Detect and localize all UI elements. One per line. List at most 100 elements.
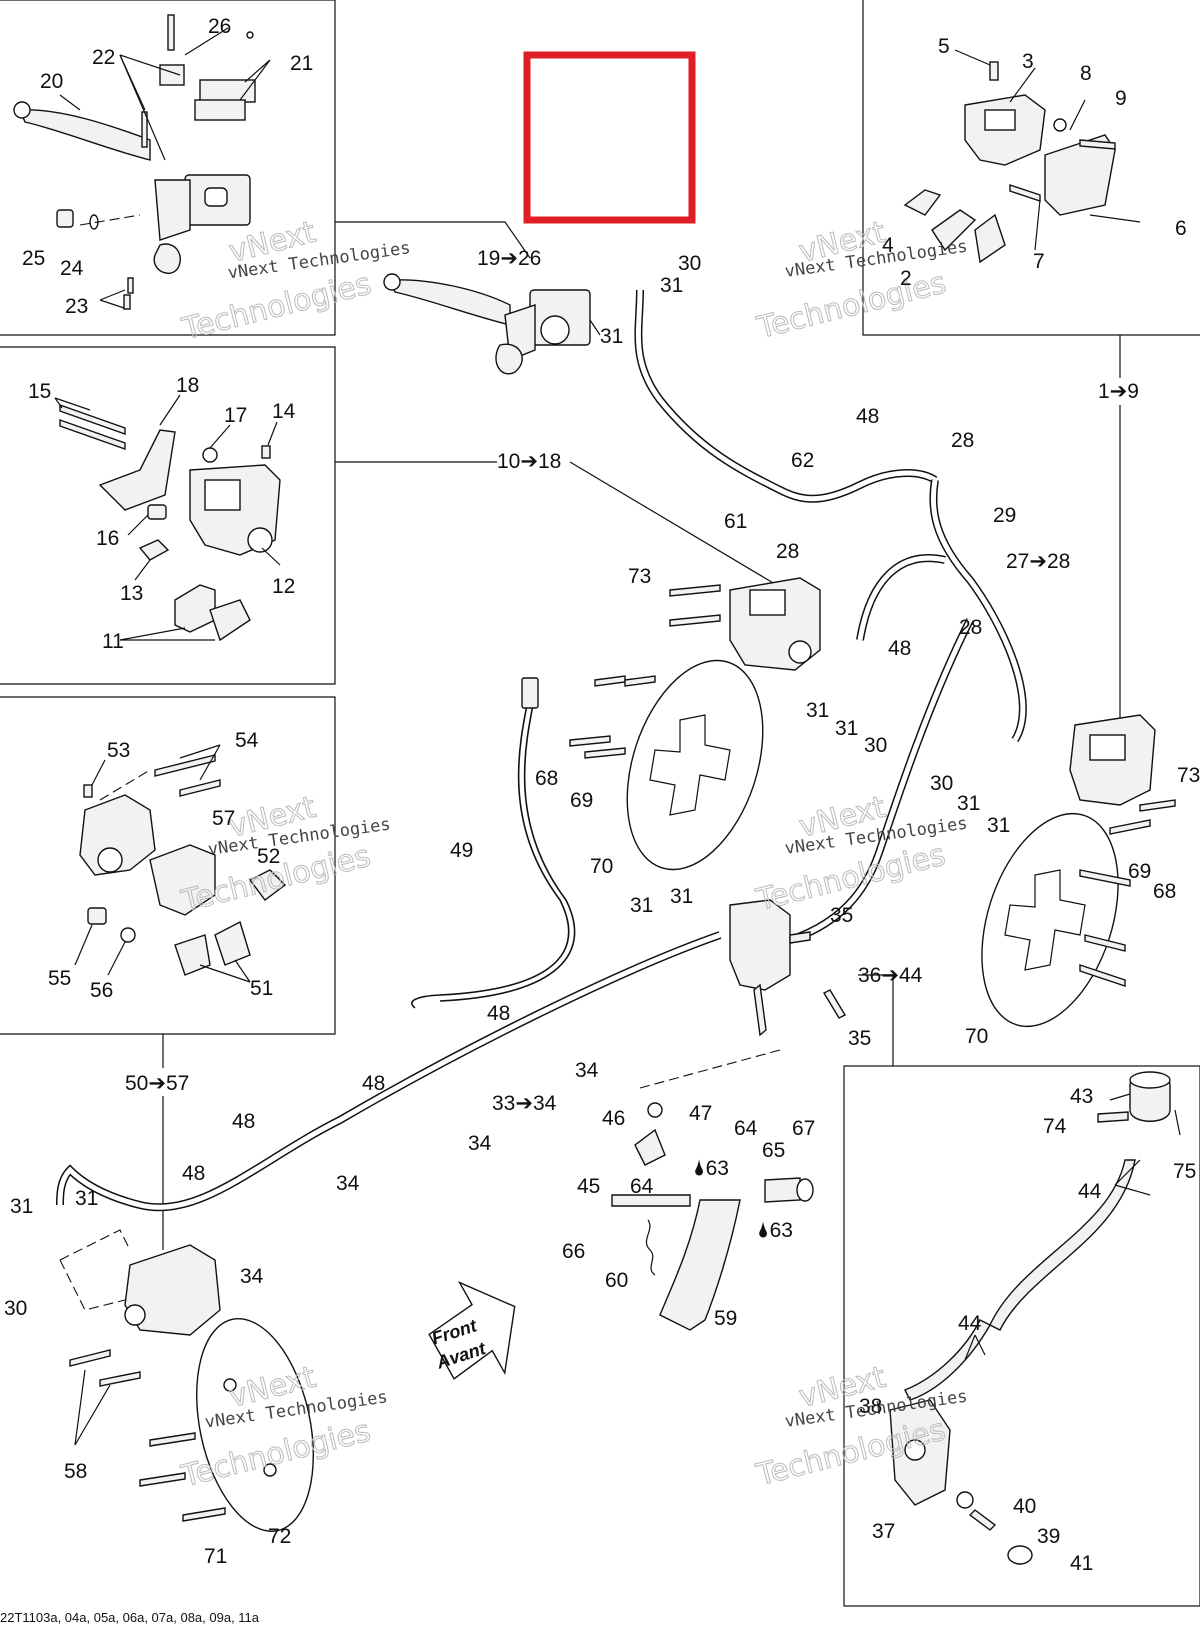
callout-16: 16 <box>96 527 119 550</box>
callout-39: 39 <box>1037 1525 1060 1548</box>
callout-43: 43 <box>1070 1085 1093 1108</box>
caliper-detail-top-right <box>903 49 1141 264</box>
callout-7: 7 <box>1033 250 1045 273</box>
callout-63-b: 🌢63 <box>757 1219 793 1242</box>
callout-8: 8 <box>1080 62 1092 85</box>
front-direction-arrow: Front Avant <box>428 1280 516 1380</box>
callout-55: 55 <box>48 967 71 990</box>
callout-44-b: 44 <box>958 1312 982 1335</box>
callout-58: 58 <box>64 1460 87 1483</box>
callout-69-b: 69 <box>1128 860 1151 883</box>
callout-45: 45 <box>577 1175 600 1198</box>
callout-44-a: 44 <box>1078 1180 1102 1203</box>
callout-37: 37 <box>872 1520 895 1543</box>
callout-54: 54 <box>235 729 259 752</box>
callout-48-f: 48 <box>182 1162 205 1185</box>
callout-29: 29 <box>993 504 1016 527</box>
callout-31-top-b: 31 <box>600 325 623 348</box>
callout-28-a: 28 <box>951 429 974 452</box>
callout-48-e: 48 <box>232 1110 255 1133</box>
callout-48-a: 48 <box>856 405 879 428</box>
callout-67: 67 <box>792 1117 815 1140</box>
callout-5: 5 <box>938 35 950 58</box>
callout-25: 25 <box>22 247 45 270</box>
callout-72: 72 <box>268 1525 291 1548</box>
callout-75: 75 <box>1173 1160 1196 1183</box>
front-calipers <box>669 577 1176 835</box>
callout-49: 49 <box>450 839 473 862</box>
callout-70-a: 70 <box>590 855 613 878</box>
brake-valve-assembly <box>639 899 846 1089</box>
callout-30-r: 30 <box>930 772 953 795</box>
callout-28-b: 28 <box>776 540 799 563</box>
callout-30-top: 30 <box>678 252 701 275</box>
callout-group-36-44: 36➔44 <box>858 964 923 987</box>
rear-caliper-and-disc <box>59 1229 314 1532</box>
handlebar-master-cylinder <box>383 273 601 375</box>
callout-60: 60 <box>605 1269 628 1292</box>
callout-61: 61 <box>724 510 747 533</box>
callout-34-b: 34 <box>468 1132 492 1155</box>
callout-26: 26 <box>208 15 231 38</box>
callout-48-d: 48 <box>362 1072 385 1095</box>
callout-56: 56 <box>90 979 113 1002</box>
callout-74: 74 <box>1043 1115 1067 1138</box>
callout-34-c: 34 <box>336 1172 360 1195</box>
callout-group-1-9: 1➔9 <box>1098 380 1139 403</box>
callout-68-a: 68 <box>535 767 558 790</box>
caliper-detail-left-lower <box>74 744 287 983</box>
callout-35-b: 35 <box>848 1027 871 1050</box>
callout-47: 47 <box>689 1102 712 1125</box>
callout-46: 46 <box>602 1107 625 1130</box>
watermark-tech-2: Technologies <box>753 265 949 346</box>
callout-48-b: 48 <box>888 637 911 660</box>
callout-34-d: 34 <box>240 1265 264 1288</box>
callout-41: 41 <box>1070 1552 1093 1575</box>
callout-6: 6 <box>1175 217 1187 240</box>
callout-group-10-18: 10➔18 <box>497 450 561 473</box>
callout-17: 17 <box>224 404 247 427</box>
callout-48-c: 48 <box>487 1002 510 1025</box>
callout-20: 20 <box>40 70 63 93</box>
callout-53: 53 <box>107 739 130 762</box>
master-cylinder-detail <box>13 14 271 310</box>
callout-62: 62 <box>791 449 814 472</box>
callout-labels: 26 22 21 20 25 24 23 19➔26 30 31 31 5 3 … <box>4 15 1200 1575</box>
callout-69-a: 69 <box>570 789 593 812</box>
callout-70-b: 70 <box>965 1025 988 1048</box>
callout-31-l-b: 31 <box>75 1187 98 1210</box>
callout-65: 65 <box>762 1139 785 1162</box>
callout-13: 13 <box>120 582 143 605</box>
callout-22: 22 <box>92 46 115 69</box>
callout-57: 57 <box>212 807 235 830</box>
callout-31-m-b: 31 <box>835 717 858 740</box>
callout-21: 21 <box>290 52 313 75</box>
callout-51: 51 <box>250 977 273 1000</box>
callout-9: 9 <box>1115 87 1127 110</box>
callout-63-a: 🌢63 <box>693 1157 729 1180</box>
callout-24: 24 <box>60 257 84 280</box>
callout-group-27-28: 27➔28 <box>1006 550 1070 573</box>
callout-35-a: 35 <box>830 904 853 927</box>
callout-31-top-a: 31 <box>660 274 683 297</box>
callout-73-b: 73 <box>1177 764 1200 787</box>
callout-group-50-57: 50➔57 <box>125 1072 189 1095</box>
callout-64-a: 64 <box>734 1117 758 1140</box>
callout-52: 52 <box>257 845 280 868</box>
callout-31-m-a: 31 <box>806 699 829 722</box>
callout-12: 12 <box>272 575 295 598</box>
callout-31-r-a: 31 <box>957 792 980 815</box>
callout-18: 18 <box>176 374 199 397</box>
callout-71: 71 <box>204 1545 227 1568</box>
callout-group-33-34: 33➔34 <box>492 1092 557 1115</box>
callout-59: 59 <box>714 1307 737 1330</box>
callout-31-l-a: 31 <box>10 1195 33 1218</box>
caliper-detail-left-middle <box>54 394 281 642</box>
callout-11: 11 <box>102 630 124 653</box>
callout-15: 15 <box>28 380 51 403</box>
callout-64-b: 64 <box>630 1175 654 1198</box>
brake-lines <box>56 289 1027 1212</box>
brake-pedal <box>611 1102 814 1331</box>
callout-40: 40 <box>1013 1495 1036 1518</box>
